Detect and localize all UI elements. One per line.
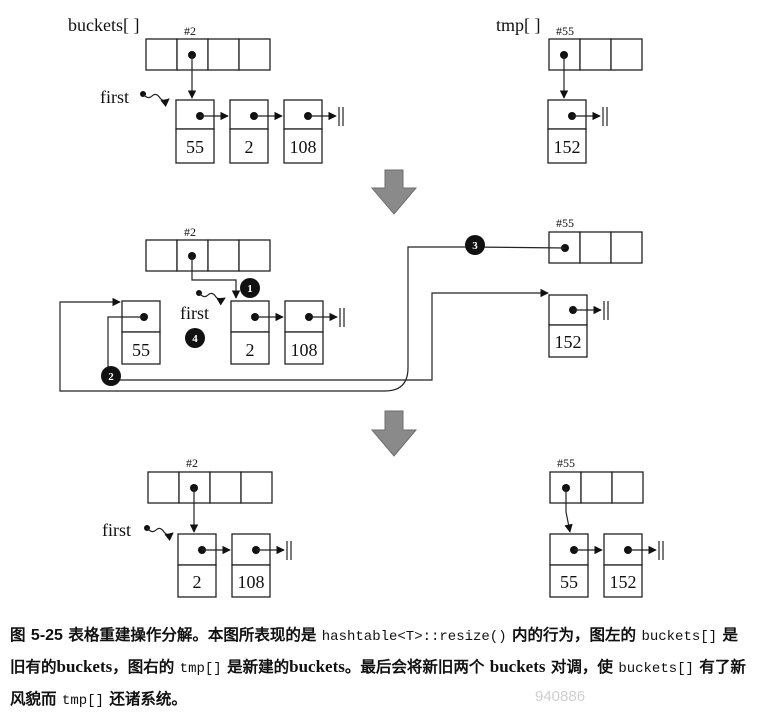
step-badge-3: 3 xyxy=(465,235,485,255)
buckets-label: buckets[ ] xyxy=(68,15,139,35)
down-arrow-icon xyxy=(370,410,418,457)
step-badge-2: 2 xyxy=(101,366,121,386)
first-label-bottom: first xyxy=(102,520,131,540)
down-arrow-icon xyxy=(370,169,418,215)
bucket-index-right-top: #55 xyxy=(556,24,574,38)
right-list-top: 152 xyxy=(547,99,608,164)
node-value: 152 xyxy=(610,572,637,592)
svg-text:2: 2 xyxy=(108,371,114,383)
tmp-array-bottom xyxy=(549,471,644,504)
caption-code: buckets[] xyxy=(618,661,694,677)
node-value: 108 xyxy=(290,137,317,157)
right-list-mid: 152 xyxy=(548,294,609,358)
node-value: 55 xyxy=(132,340,150,360)
caption-word: buckets xyxy=(489,657,546,676)
node-value: 152 xyxy=(555,332,582,352)
caption-text: ，图右的 xyxy=(112,658,175,676)
bottom-stage: #2 first 2 108 #55 xyxy=(102,456,664,598)
caption-code: hashtable<T>::resize() xyxy=(321,629,507,645)
step-badge-1: 1 xyxy=(240,278,260,298)
watermark: 940886 xyxy=(535,688,586,705)
caption-text: 还诸系统。 xyxy=(109,690,187,708)
caption-text: 是新建的 xyxy=(227,658,290,676)
fig-label: 图 xyxy=(10,626,26,644)
node-value: 2 xyxy=(193,572,202,592)
svg-text:3: 3 xyxy=(472,240,478,252)
figure-caption: 图 5-25 表格重建操作分解。本图所表现的是 hashtable<T>::re… xyxy=(10,620,750,716)
first-label-mid: first xyxy=(180,303,209,323)
caption-code: tmp[] xyxy=(61,693,104,709)
caption-text: 是旧有的 xyxy=(10,626,738,676)
caption-word: buckets xyxy=(289,657,345,676)
caption-text: 对调，使 xyxy=(550,658,613,676)
middle-stage: #2 first 55 2 108 xyxy=(59,216,643,392)
caption-text: 。最后会将新旧两个 xyxy=(344,658,485,676)
bucket-index-left-top: #2 xyxy=(184,24,196,38)
buckets-array-mid xyxy=(145,239,271,272)
tmp-label: tmp[ ] xyxy=(496,15,541,35)
node-value: 2 xyxy=(246,340,255,360)
hashtable-resize-diagram: buckets[ ] #2 first 55 2 xyxy=(59,15,664,598)
buckets-array-top xyxy=(145,38,271,71)
first-label-top: first xyxy=(100,87,129,107)
caption-text: 表格重建操作分解。本图所表现的是 xyxy=(68,626,317,644)
node-value: 55 xyxy=(560,572,578,592)
step-badge-4: 4 xyxy=(185,328,205,348)
first-squiggle-top xyxy=(142,93,170,108)
bucket-index-left-bottom: #2 xyxy=(186,456,198,470)
moved-node-mid: 55 xyxy=(121,300,161,365)
svg-text:1: 1 xyxy=(247,283,253,295)
caption-text: 有了新风貌而 xyxy=(10,658,746,708)
node-value: 152 xyxy=(554,137,581,157)
node-value: 108 xyxy=(291,340,318,360)
top-stage: buckets[ ] #2 first 55 2 xyxy=(68,15,643,164)
bucket-index-left-mid: #2 xyxy=(184,225,196,239)
svg-text:4: 4 xyxy=(192,333,198,345)
caption-code: buckets[] xyxy=(641,629,718,645)
bucket-index-right-bottom: #55 xyxy=(557,456,575,470)
buckets-array-bottom xyxy=(147,471,273,504)
node-value: 2 xyxy=(245,137,254,157)
left-list-top: 55 2 108 xyxy=(175,99,344,164)
bucket-index-right-mid: #55 xyxy=(556,216,574,230)
left-list-bottom: 2 108 xyxy=(177,533,292,598)
node-value: 108 xyxy=(238,572,265,592)
caption-text: 内的行为，图左的 xyxy=(512,626,637,644)
caption-word: buckets xyxy=(56,657,113,676)
tmp-array-top xyxy=(548,38,643,71)
left-list-mid: 2 108 xyxy=(230,300,345,365)
right-list-bottom: 55 152 xyxy=(549,533,664,598)
fig-number: 5-25 xyxy=(30,627,63,644)
node-value: 55 xyxy=(186,137,204,157)
caption-code: tmp[] xyxy=(179,661,222,677)
